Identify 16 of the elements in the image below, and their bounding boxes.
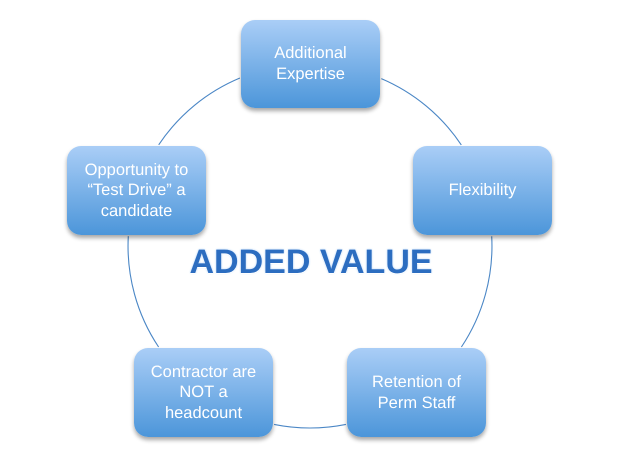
rounded-box: [241, 20, 380, 108]
box-label: Additional Expertise: [273, 43, 348, 85]
center-heading: ADDED VALUE: [190, 245, 433, 279]
connector-arc: [381, 78, 462, 146]
connector-arc: [128, 236, 160, 348]
connector-arc: [158, 78, 240, 146]
box-label: Opportunity to “Test Drive” a candidate: [84, 160, 190, 222]
box-label: Flexibility: [448, 180, 516, 201]
rounded-box: [134, 348, 273, 437]
box-label: Retention of Perm Staff: [371, 372, 462, 414]
box-label: Contractor are NOT a headcount: [150, 362, 258, 424]
rounded-box: [67, 146, 206, 235]
connector-arc: [460, 236, 492, 348]
connector-arc: [274, 424, 346, 428]
rounded-box: [347, 348, 486, 437]
rounded-box: [413, 146, 552, 235]
